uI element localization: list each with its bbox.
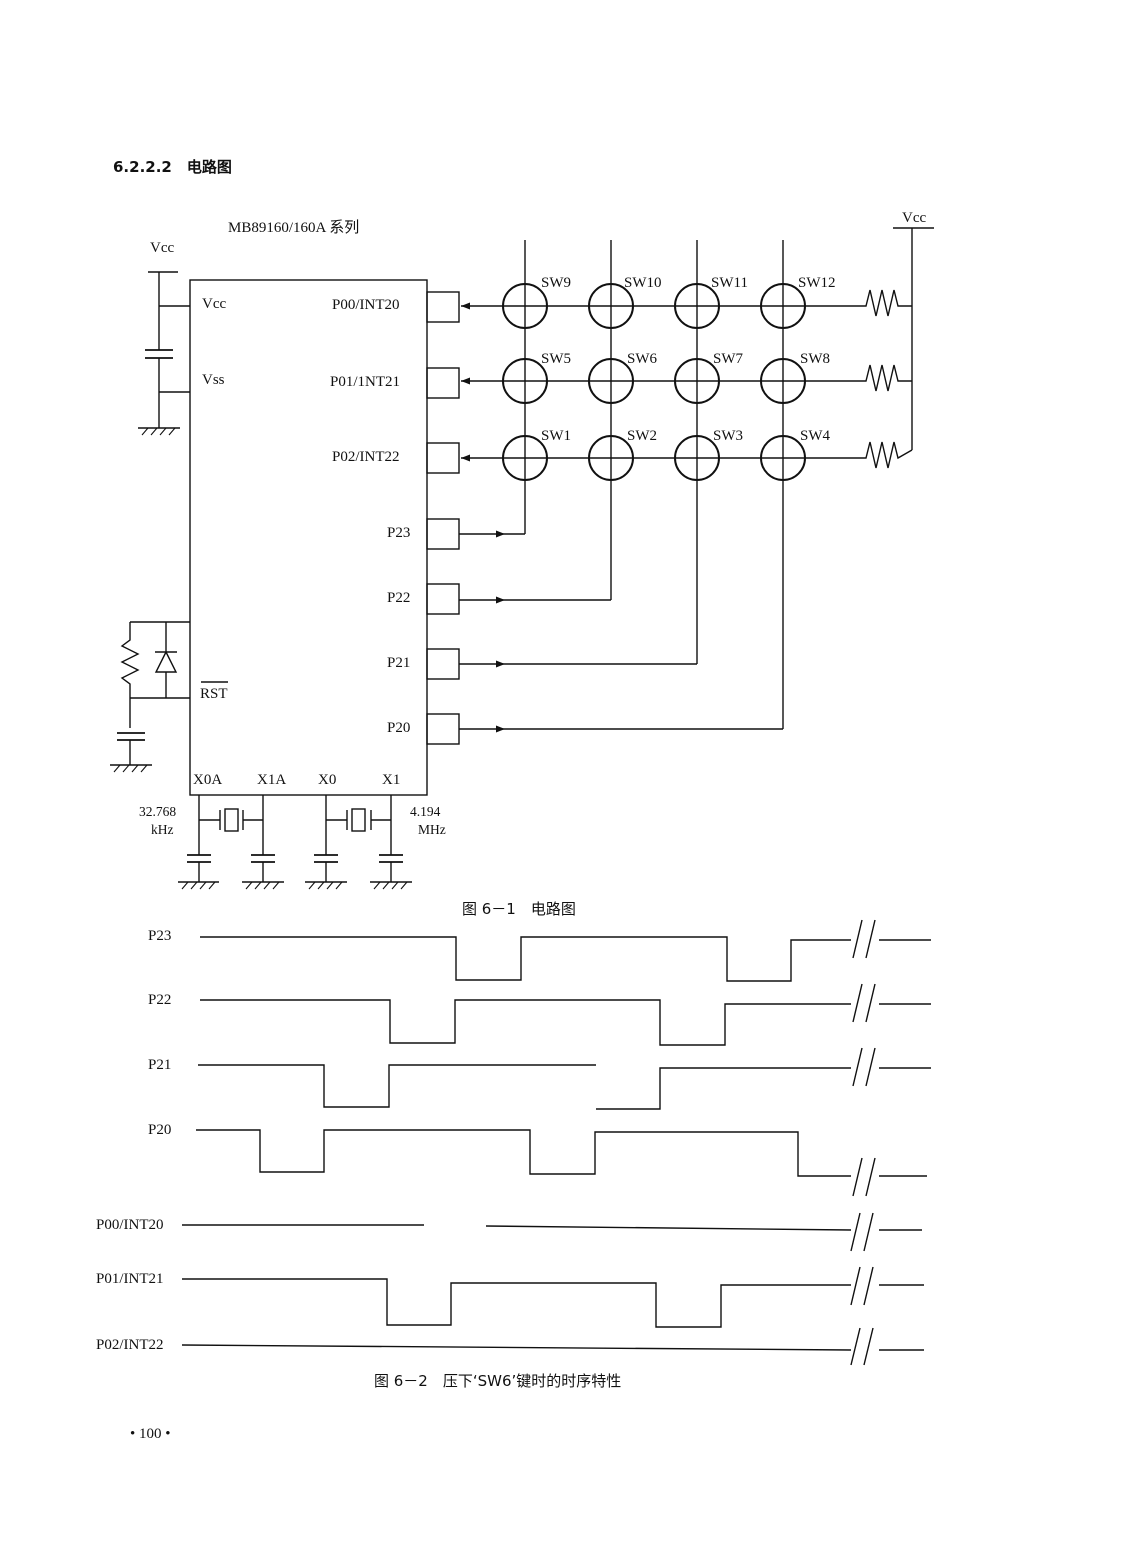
reset-resistor [120, 622, 140, 728]
pin-vss: Vss [202, 372, 225, 388]
switch-label: SW2 [627, 428, 657, 444]
switch-label: SW3 [713, 428, 743, 444]
switch-sw4 [760, 435, 806, 481]
high-freq-crystal-circuit [305, 795, 412, 890]
break-mark [852, 1157, 876, 1197]
pin-x1a: X1A [257, 772, 286, 788]
port-boxes [426, 291, 460, 745]
waveform-p02-int22 [181, 1344, 852, 1351]
column-lines [459, 240, 784, 733]
vcc-label-left: Vcc [150, 240, 174, 256]
timing-label-p23: P23 [148, 928, 171, 944]
switch-label: SW4 [800, 428, 831, 444]
high-freq-unit: MHz [418, 822, 446, 837]
reset-diode [154, 650, 178, 673]
switch-sw8 [760, 358, 806, 404]
pin-rst: RST [200, 686, 228, 702]
switch-label: SW12 [798, 275, 836, 291]
low-freq-crystal-circuit [178, 795, 284, 890]
waveform-p22 [200, 999, 851, 1046]
switch-label: SW11 [711, 275, 748, 291]
circuit-diagram: MB89160/160A 系列 Vcc Vcc Vss [110, 210, 934, 890]
waveform-p01-int21 [182, 1278, 851, 1328]
pin-p22: P22 [387, 590, 410, 606]
switch-label: SW1 [541, 428, 571, 444]
switch-sw7 [674, 358, 720, 404]
vcc-label-right: Vcc [902, 210, 926, 226]
ground-symbol [110, 764, 152, 773]
timing-label-p01-int21: P01/INT21 [96, 1271, 164, 1287]
timing-diagram: P23 P22 P21 P20 P00/INT20 [96, 919, 931, 1366]
timing-label-p21: P21 [148, 1057, 171, 1073]
timing-label-p02-int22: P02/INT22 [96, 1337, 164, 1353]
switch-sw1 [502, 435, 548, 481]
switch-sw5 [502, 358, 548, 404]
switch-sw10 [588, 283, 634, 329]
figure1-caption: 图 6－1 电路图 [462, 900, 576, 918]
switch-sw11 [674, 283, 720, 329]
break-mark [852, 1047, 876, 1087]
waveform-p23 [200, 936, 851, 982]
pin-x0a: X0A [193, 772, 222, 788]
chip-series-label: MB89160/160A 系列 [228, 219, 359, 236]
switch-sw2 [588, 435, 634, 481]
switch-sw9 [502, 283, 548, 329]
waveform-p21 [198, 1064, 596, 1108]
waveform-p20 [196, 1129, 851, 1177]
page-number: • 100 • [130, 1426, 171, 1442]
switch-label: SW10 [624, 275, 662, 291]
pin-p23: P23 [387, 525, 410, 541]
pin-p00-int20: P00/INT20 [332, 297, 400, 313]
break-mark [850, 1327, 874, 1366]
pin-p21: P21 [387, 655, 410, 671]
break-mark [850, 1212, 874, 1252]
pin-vcc: Vcc [202, 296, 226, 312]
switch-label: SW8 [800, 351, 830, 367]
switch-label: SW6 [627, 351, 658, 367]
pin-p20: P20 [387, 720, 410, 736]
timing-label-p00-int20: P00/INT20 [96, 1217, 164, 1233]
pin-x0: X0 [318, 772, 336, 788]
section-heading: 6.2.2.2 电路图 [113, 158, 232, 176]
switch-label: SW9 [541, 275, 571, 291]
ground-symbol [138, 427, 180, 436]
crystal-4mhz [351, 808, 366, 832]
switch-sw3 [674, 435, 720, 481]
crystal-32khz [224, 808, 239, 832]
timing-label-p22: P22 [148, 992, 171, 1008]
high-freq-value: 4.194 [410, 804, 441, 819]
pin-p01-int21: P01/1NT21 [330, 374, 400, 390]
switch-sw6 [588, 358, 634, 404]
row-lines [461, 302, 858, 462]
break-mark [852, 919, 876, 959]
pull-up-resistors [858, 227, 934, 469]
pin-p02-int22: P02/INT22 [332, 449, 400, 465]
break-mark [852, 983, 876, 1023]
key-switch-matrix: SW9 SW10 SW11 SW12 SW5 SW6 SW7 SW8 SW1 S… [502, 275, 836, 481]
timing-label-p20: P20 [148, 1122, 171, 1138]
switch-label: SW7 [713, 351, 744, 367]
figure2-caption: 图 6－2 压下‘SW6’键时的时序特性 [374, 1372, 621, 1390]
pin-x1: X1 [382, 772, 400, 788]
switch-sw12 [760, 283, 806, 329]
low-freq-value: 32.768 [139, 804, 176, 819]
switch-label: SW5 [541, 351, 571, 367]
low-freq-unit: kHz [151, 822, 174, 837]
break-mark [850, 1266, 874, 1306]
